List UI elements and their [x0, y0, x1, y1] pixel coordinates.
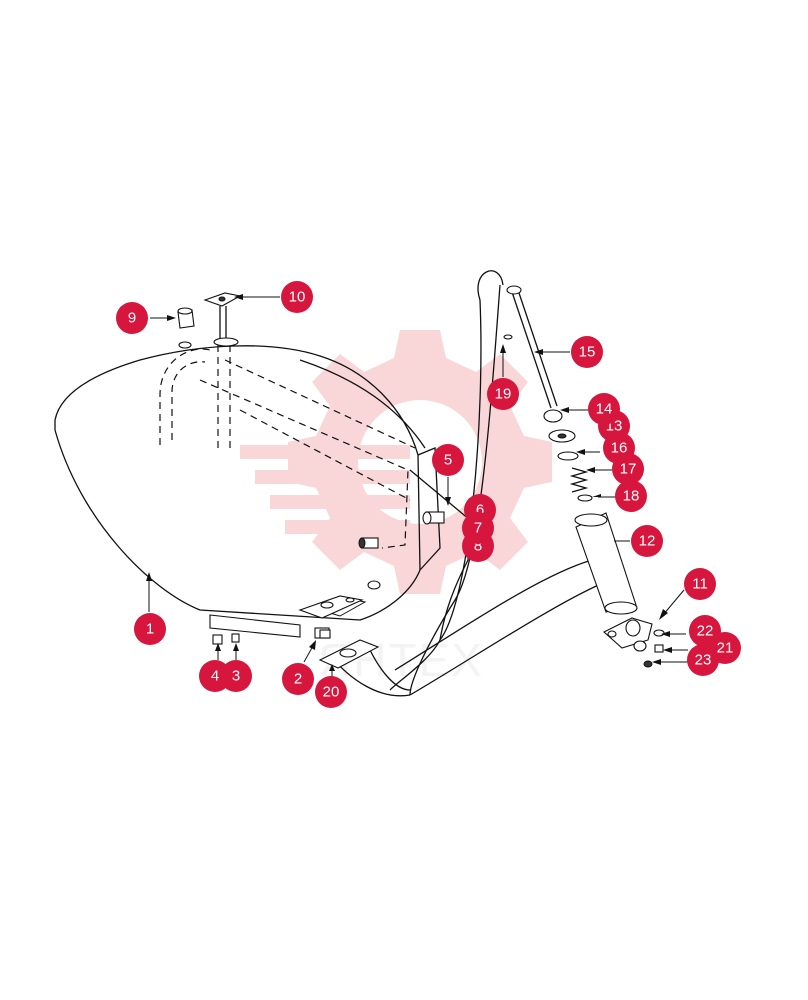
callout-1[interactable]: 1	[134, 613, 166, 645]
callout-20[interactable]: 20	[315, 676, 347, 708]
svg-text:5: 5	[444, 452, 452, 469]
svg-text:6: 6	[476, 502, 484, 519]
callout-3[interactable]: 3	[220, 660, 252, 692]
svg-text:17: 17	[620, 461, 637, 478]
svg-text:2: 2	[294, 671, 302, 688]
svg-text:4: 4	[211, 668, 219, 685]
svg-text:7: 7	[474, 520, 482, 537]
small-parts	[177, 292, 445, 669]
svg-text:10: 10	[289, 289, 306, 306]
callout-15[interactable]: 15	[571, 336, 603, 368]
svg-text:9: 9	[128, 310, 136, 327]
callouts: 1 4 3 2 20 9 10 5 8 6 7	[116, 281, 741, 708]
callout-2[interactable]: 2	[282, 663, 314, 695]
callout-9[interactable]: 9	[116, 302, 148, 334]
svg-text:11: 11	[692, 576, 708, 593]
svg-text:22: 22	[697, 623, 714, 640]
callout-10[interactable]: 10	[281, 281, 313, 313]
svg-text:12: 12	[639, 533, 656, 550]
callout-18[interactable]: 18	[615, 480, 647, 512]
svg-text:8: 8	[474, 538, 482, 555]
svg-text:1: 1	[146, 621, 154, 638]
callout-12[interactable]: 12	[631, 525, 663, 557]
svg-text:3: 3	[232, 668, 240, 685]
callout-7[interactable]: 7	[462, 512, 494, 544]
callout-19[interactable]: 19	[487, 378, 519, 410]
callout-11[interactable]: 11	[684, 568, 716, 600]
callout-17[interactable]: 17	[612, 453, 644, 485]
svg-text:21: 21	[717, 640, 734, 657]
svg-text:19: 19	[495, 386, 512, 403]
watermark: ЯНТЕХ	[240, 330, 552, 686]
svg-text:16: 16	[611, 440, 628, 457]
svg-text:15: 15	[579, 344, 596, 361]
callout-23[interactable]: 23	[687, 644, 719, 676]
svg-text:18: 18	[623, 488, 640, 505]
svg-text:14: 14	[596, 401, 613, 418]
fuel-tank	[54, 337, 441, 639]
callout-5[interactable]: 5	[432, 444, 464, 476]
svg-text:20: 20	[323, 684, 340, 701]
strut-assembly	[503, 285, 665, 668]
callout-14[interactable]: 14	[588, 393, 620, 425]
svg-text:23: 23	[695, 652, 712, 669]
callout-22[interactable]: 22	[689, 615, 721, 647]
leader-lines	[146, 294, 690, 677]
watermark-gear-icon	[240, 330, 552, 594]
